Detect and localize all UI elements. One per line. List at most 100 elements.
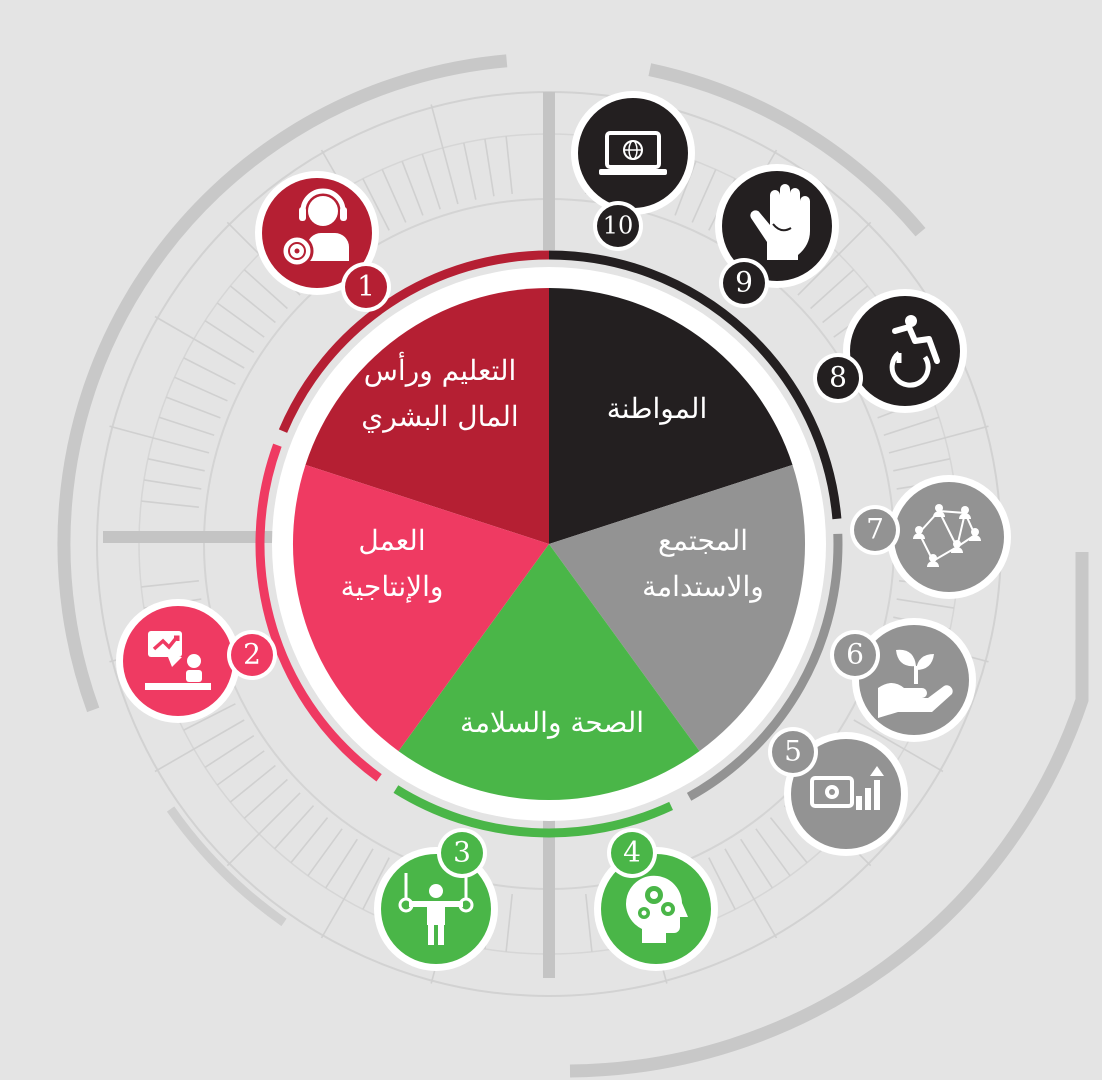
tick-mark <box>158 416 215 436</box>
pie-slice <box>305 288 549 544</box>
badge-number: 7 <box>866 513 884 546</box>
badge-number-circle <box>231 634 273 676</box>
segment-label: المواطنة <box>607 392 708 425</box>
tick-mark <box>183 703 236 731</box>
badge-number: 1 <box>357 270 375 303</box>
tick-mark <box>243 269 288 310</box>
tick-mark <box>307 828 343 877</box>
tick-mark <box>893 458 951 472</box>
tick-mark <box>174 376 228 402</box>
ring-segment <box>278 250 550 433</box>
tick-mark <box>888 425 989 454</box>
badge-circle <box>578 98 688 208</box>
tick-mark <box>797 221 872 296</box>
laptop-globe-icon <box>599 131 667 175</box>
tick-mark <box>769 817 808 864</box>
ring-segment <box>393 785 673 838</box>
tick-mark <box>274 805 315 850</box>
segment-label-line: التعليم ورأس <box>364 352 517 387</box>
head-gears-icon <box>626 875 688 943</box>
badge-number-circle <box>817 357 859 399</box>
tick-mark <box>229 764 276 803</box>
tick-mark <box>853 719 944 773</box>
raised-hand-icon <box>750 184 810 260</box>
tick-mark <box>141 580 199 588</box>
ring-segment <box>686 533 843 801</box>
pie-slice <box>292 464 549 752</box>
tick-mark <box>243 778 288 819</box>
tick-mark <box>216 750 265 786</box>
badge-number: 8 <box>829 361 847 394</box>
tick-mark <box>430 104 459 205</box>
tick-mark <box>755 828 791 877</box>
tick-mark <box>585 894 593 952</box>
badge: 8 <box>813 289 967 413</box>
segment-label-line: المال البشري <box>361 400 518 433</box>
badge: 5 <box>768 727 908 856</box>
tick-mark <box>708 857 736 910</box>
badge-circle <box>791 739 901 849</box>
badge-number: 9 <box>735 266 753 299</box>
pie-chart <box>272 267 826 821</box>
tick-mark <box>183 357 236 385</box>
tick-mark <box>229 285 276 324</box>
tick-mark <box>204 735 255 768</box>
tick-mark <box>883 416 940 436</box>
tick-mark <box>154 315 245 369</box>
tick-mark <box>381 169 407 223</box>
bg-arc-large <box>57 54 508 713</box>
tick-mark <box>740 838 773 889</box>
tick-mark <box>154 719 245 773</box>
badge-number-circle <box>834 634 876 676</box>
bg-arc-lower-right <box>569 552 1089 1078</box>
badge-number-circle <box>723 262 765 304</box>
tick-mark <box>165 396 221 419</box>
segment-label: التعليم ورأس المال البشري <box>361 352 518 433</box>
outer-colored-ring <box>255 250 843 838</box>
tick-mark <box>505 136 513 194</box>
segment-label-line: والاستدامة <box>642 570 764 603</box>
tick-mark <box>896 598 955 609</box>
badge-number-circle <box>345 266 387 308</box>
money-growth-icon <box>810 766 884 810</box>
badge-number-circle <box>441 832 483 874</box>
badge: 4 <box>594 828 718 971</box>
tick-mark <box>216 302 265 338</box>
badge: 3 <box>374 828 498 971</box>
badge: 7 <box>850 475 1011 599</box>
presentation-chart-icon <box>145 631 211 690</box>
badge-number: 10 <box>603 212 634 240</box>
gymnast-rings-icon <box>398 873 474 945</box>
bg-arc-upper-right <box>648 63 926 237</box>
badge: 1 <box>255 171 391 312</box>
badge: 2 <box>116 599 277 723</box>
tick-mark <box>325 838 358 889</box>
wheelchair-icon <box>889 315 940 388</box>
badge: 6 <box>830 618 976 742</box>
badge-number: 6 <box>846 638 864 671</box>
badge-number: 2 <box>243 638 261 671</box>
tick-mark <box>810 269 855 310</box>
badge-circle <box>894 482 1004 592</box>
bg-arc-lower-left <box>166 806 287 927</box>
badge-number-circle <box>854 509 896 551</box>
tick-mark <box>724 848 778 939</box>
headset-person-icon <box>280 188 349 268</box>
ring-segment <box>255 443 382 782</box>
tick-mark <box>463 142 477 200</box>
pie-slice <box>549 288 793 544</box>
hand-plant-icon <box>878 649 953 718</box>
tick-mark <box>505 894 513 952</box>
segment-label-line: المواطنة <box>607 392 708 425</box>
tick-mark <box>109 425 210 454</box>
badge-number: 3 <box>453 836 471 869</box>
ring-segment <box>548 250 842 520</box>
tick-mark <box>421 153 441 210</box>
numbered-badges: 1 2 3 45 6 7 8 9 10 <box>116 91 1011 971</box>
tick-mark <box>226 792 301 867</box>
network-people-icon <box>913 504 981 567</box>
tick-mark <box>691 169 717 223</box>
tick-mark <box>204 320 255 353</box>
tick-mark <box>141 500 199 508</box>
